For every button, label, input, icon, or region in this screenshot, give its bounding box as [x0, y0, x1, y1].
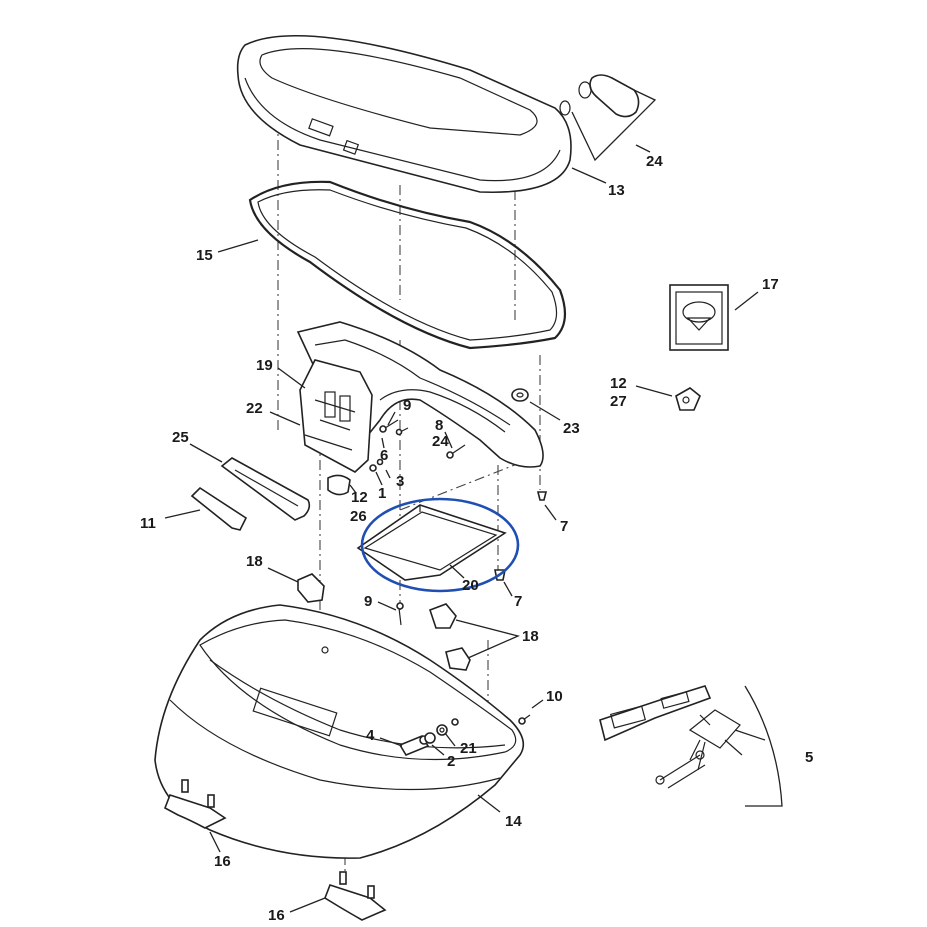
- decal-part-17: [669, 284, 729, 351]
- label-26: 26: [350, 508, 367, 525]
- callout-labels: 24 13 15 17 19 12 27 22 9 23 25 8 24 6 3…: [140, 153, 813, 924]
- label-2: 2: [447, 753, 455, 770]
- label-9-upper: 9: [403, 397, 411, 414]
- label-19: 19: [256, 357, 273, 374]
- bracket-part-18: [297, 573, 471, 671]
- lid-part-13: [236, 35, 572, 194]
- label-11: 11: [140, 515, 156, 532]
- bracket-part-12-27: [675, 387, 701, 411]
- label-24-upper: 24: [646, 153, 663, 170]
- label-23: 23: [563, 420, 580, 437]
- label-18-right: 18: [522, 628, 539, 645]
- label-13: 13: [608, 182, 625, 199]
- bag-body-part-14: [154, 604, 525, 859]
- label-5: 5: [805, 749, 813, 766]
- label-3: 3: [396, 473, 404, 490]
- label-17: 17: [762, 276, 779, 293]
- label-6: 6: [380, 447, 388, 464]
- strip-part-25: [220, 457, 311, 521]
- label-1: 1: [378, 485, 386, 502]
- small-parts-4-2-21: [398, 718, 459, 757]
- mount-part-16-lower: [324, 871, 387, 921]
- label-12-left: 12: [351, 489, 368, 506]
- tray-part-20: [356, 504, 507, 581]
- label-10: 10: [546, 688, 563, 705]
- label-8: 8: [435, 417, 443, 434]
- label-25: 25: [172, 429, 189, 446]
- bar-part-11: [190, 486, 248, 531]
- label-18-left: 18: [246, 553, 263, 570]
- latch-cover-part-24: [559, 74, 640, 118]
- label-4: 4: [366, 727, 375, 744]
- toolkit-part-5: [599, 685, 783, 807]
- label-7-upper: 7: [560, 518, 568, 535]
- label-24-lower: 24: [432, 433, 449, 450]
- label-16-lower: 16: [268, 907, 285, 924]
- label-16-upper: 16: [214, 853, 231, 870]
- mount-part-16-upper: [164, 779, 227, 829]
- label-14: 14: [505, 813, 522, 830]
- gasket-part-15: [248, 180, 567, 350]
- label-12-right: 12: [610, 375, 627, 392]
- leader-lines: [164, 89, 759, 913]
- label-7-lower: 7: [514, 593, 522, 610]
- label-21: 21: [460, 740, 477, 757]
- label-27: 27: [610, 393, 627, 410]
- label-20: 20: [462, 577, 479, 594]
- label-9-lower: 9: [364, 593, 372, 610]
- box-part-22: [299, 359, 373, 473]
- label-15: 15: [196, 247, 213, 264]
- grommet-part-23: [511, 388, 529, 402]
- label-22: 22: [246, 400, 263, 417]
- highlight-circle: [360, 497, 520, 593]
